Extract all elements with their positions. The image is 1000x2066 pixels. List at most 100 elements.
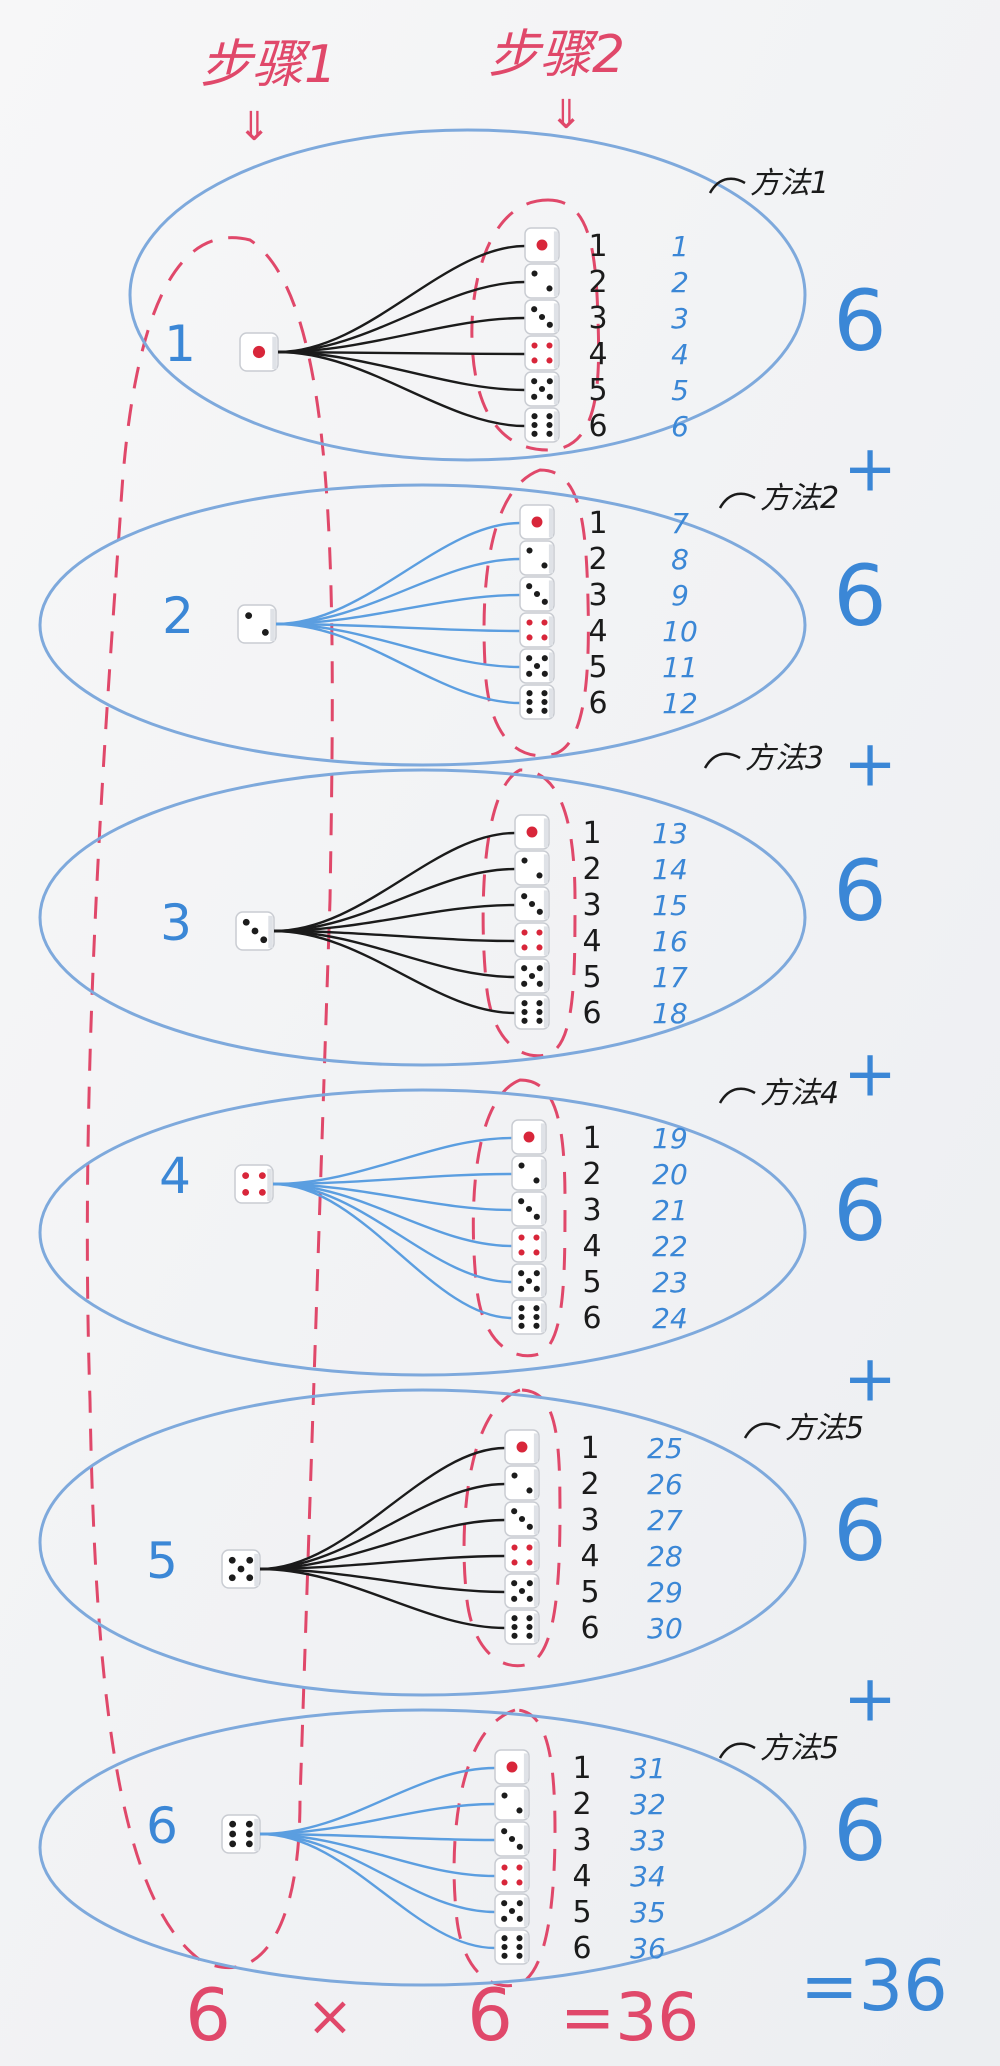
ordinal-number: 3 bbox=[572, 1823, 591, 1858]
group-outline bbox=[38, 1388, 807, 1697]
die-pip bbox=[533, 1234, 540, 1241]
die-shadow bbox=[540, 1267, 545, 1297]
fan-line bbox=[273, 867, 516, 933]
group-count: 6 bbox=[833, 547, 886, 645]
plus-sign: + bbox=[843, 1038, 897, 1112]
running-total: 16 bbox=[652, 925, 688, 958]
running-total: 23 bbox=[652, 1266, 688, 1299]
ordinal-number: 3 bbox=[588, 578, 607, 613]
die-pip bbox=[518, 1234, 525, 1241]
die-pip bbox=[260, 936, 268, 944]
fan-line bbox=[277, 280, 526, 354]
die-pip bbox=[511, 1632, 518, 1639]
fan-line bbox=[275, 593, 521, 626]
die-pip bbox=[516, 1935, 523, 1942]
second-die bbox=[494, 1929, 530, 1965]
footer-equals-result: =36 bbox=[560, 1979, 699, 2056]
ordinal-number: 5 bbox=[572, 1895, 591, 1930]
die-pip bbox=[511, 1580, 518, 1587]
die-pip bbox=[541, 670, 548, 677]
first-die-label: 1 bbox=[164, 315, 196, 373]
die-pip bbox=[526, 1580, 533, 1587]
ordinal-number: 2 bbox=[588, 265, 607, 300]
die-pip bbox=[526, 698, 533, 706]
running-total: 14 bbox=[652, 853, 688, 886]
fan-line bbox=[273, 903, 516, 933]
die-pip bbox=[541, 598, 548, 605]
die-shadow bbox=[540, 1123, 545, 1153]
die-pip bbox=[228, 1574, 236, 1582]
second-die bbox=[504, 1501, 540, 1537]
ordinal-number: 1 bbox=[580, 1431, 599, 1466]
die-pip bbox=[518, 1285, 525, 1292]
die-pip bbox=[541, 707, 548, 714]
ordinal-number: 2 bbox=[580, 1467, 599, 1502]
ordinal-number: 4 bbox=[588, 337, 607, 372]
die-pip bbox=[526, 583, 533, 590]
die-pip bbox=[531, 413, 538, 420]
die-shadow bbox=[553, 411, 558, 441]
die-pip bbox=[229, 1830, 237, 1838]
fan-line bbox=[277, 350, 526, 428]
die-pip bbox=[518, 1322, 525, 1329]
fan-line bbox=[277, 316, 526, 354]
die-shadow bbox=[540, 1195, 545, 1225]
group-outline bbox=[128, 128, 807, 462]
fan-line bbox=[272, 1182, 513, 1284]
first-die-label: 2 bbox=[162, 587, 194, 645]
die-pip bbox=[506, 1761, 518, 1773]
die-pip bbox=[511, 1472, 518, 1479]
die-shadow bbox=[267, 1168, 272, 1202]
die-pip bbox=[536, 239, 548, 251]
ordinal-number: 4 bbox=[582, 1229, 601, 1264]
ordinal-number: 6 bbox=[588, 686, 607, 721]
die-shadow bbox=[543, 962, 548, 992]
die-pip bbox=[533, 1313, 540, 1321]
die-pip bbox=[516, 1943, 523, 1951]
first-die-label: 5 bbox=[146, 1532, 178, 1590]
running-total: 34 bbox=[630, 1860, 666, 1893]
running-total: 24 bbox=[652, 1302, 688, 1335]
die-pip bbox=[526, 655, 533, 662]
second-die bbox=[511, 1155, 547, 1191]
die-shadow bbox=[523, 1897, 528, 1927]
die-pip bbox=[536, 929, 543, 936]
footer-equation: 6 × 6 =36 bbox=[185, 1973, 699, 2057]
step2-dashed-outline-6 bbox=[452, 1708, 557, 1988]
running-total: 31 bbox=[630, 1752, 666, 1785]
die-pip bbox=[521, 965, 528, 972]
second-die bbox=[494, 1893, 530, 1929]
die-shadow bbox=[553, 375, 558, 405]
die-pip bbox=[516, 1915, 523, 1922]
die-pip bbox=[516, 1952, 523, 1959]
die-pip bbox=[246, 1556, 254, 1564]
method-label: 方法3 bbox=[745, 741, 824, 776]
method-label: 方法2 bbox=[760, 481, 839, 516]
die-pip bbox=[511, 1544, 518, 1551]
group-count: 6 bbox=[833, 272, 886, 370]
die-pip bbox=[526, 1623, 533, 1631]
die-shadow bbox=[523, 1789, 528, 1819]
fan-line bbox=[259, 1554, 506, 1571]
fan-line bbox=[275, 521, 521, 626]
running-total: 27 bbox=[647, 1504, 683, 1537]
second-die bbox=[519, 540, 555, 576]
die-pip bbox=[521, 980, 528, 987]
die-pip bbox=[526, 634, 533, 641]
die-pip bbox=[533, 662, 541, 670]
die-pip bbox=[245, 1820, 253, 1828]
running-total: 13 bbox=[652, 817, 688, 850]
second-die bbox=[524, 371, 560, 407]
header: 步骤1 步骤2 ⇓ ⇓ bbox=[200, 25, 625, 150]
first-die bbox=[221, 1814, 261, 1854]
die-shadow bbox=[533, 1577, 538, 1607]
die-pip bbox=[546, 393, 553, 400]
running-total: 1 bbox=[671, 230, 689, 263]
die-pip bbox=[536, 872, 543, 879]
die-pip bbox=[531, 378, 538, 385]
second-die bbox=[504, 1537, 540, 1573]
group-outline bbox=[38, 1708, 807, 1987]
ordinal-number: 1 bbox=[582, 816, 601, 851]
ordinal-number: 4 bbox=[588, 614, 607, 649]
